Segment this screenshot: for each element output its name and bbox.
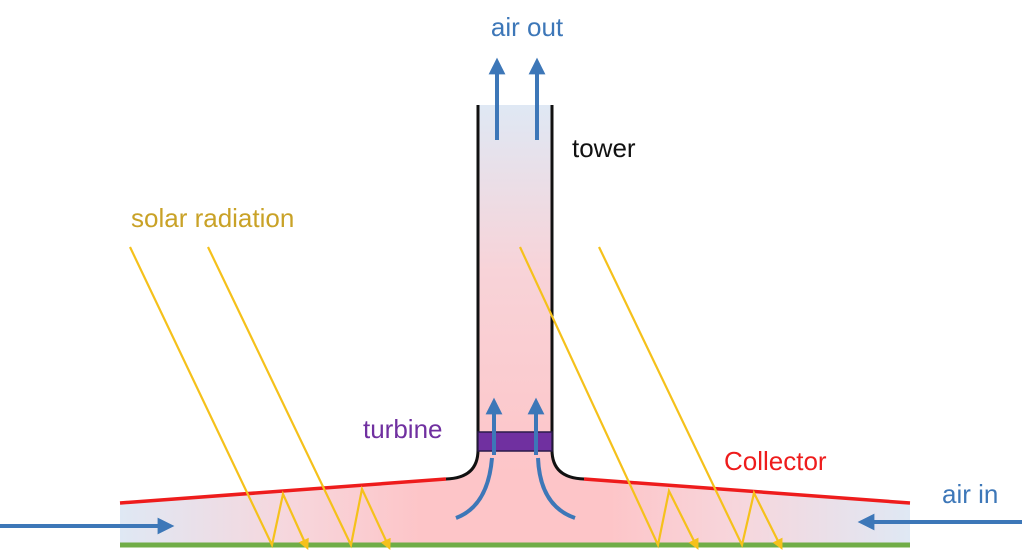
collector-roof-left xyxy=(119,477,447,505)
air-in-label: air in xyxy=(942,479,998,509)
solar-ray-1 xyxy=(129,246,309,551)
tower-wall-left xyxy=(445,105,480,481)
collector-roof-right xyxy=(583,477,911,505)
solar-ray-2 xyxy=(207,246,391,550)
inflow-curve-right xyxy=(536,457,576,520)
collector-label: Collector xyxy=(724,446,827,476)
solar-radiation-label: solar radiation xyxy=(131,203,294,233)
tower-label: tower xyxy=(572,133,636,163)
turbine xyxy=(477,431,553,452)
inflow-curve-left xyxy=(455,457,494,520)
air-out-label: air out xyxy=(491,12,564,42)
turbine-label: turbine xyxy=(363,414,443,444)
solar-ray-4 xyxy=(598,246,783,550)
solar-ray-3 xyxy=(519,246,699,550)
